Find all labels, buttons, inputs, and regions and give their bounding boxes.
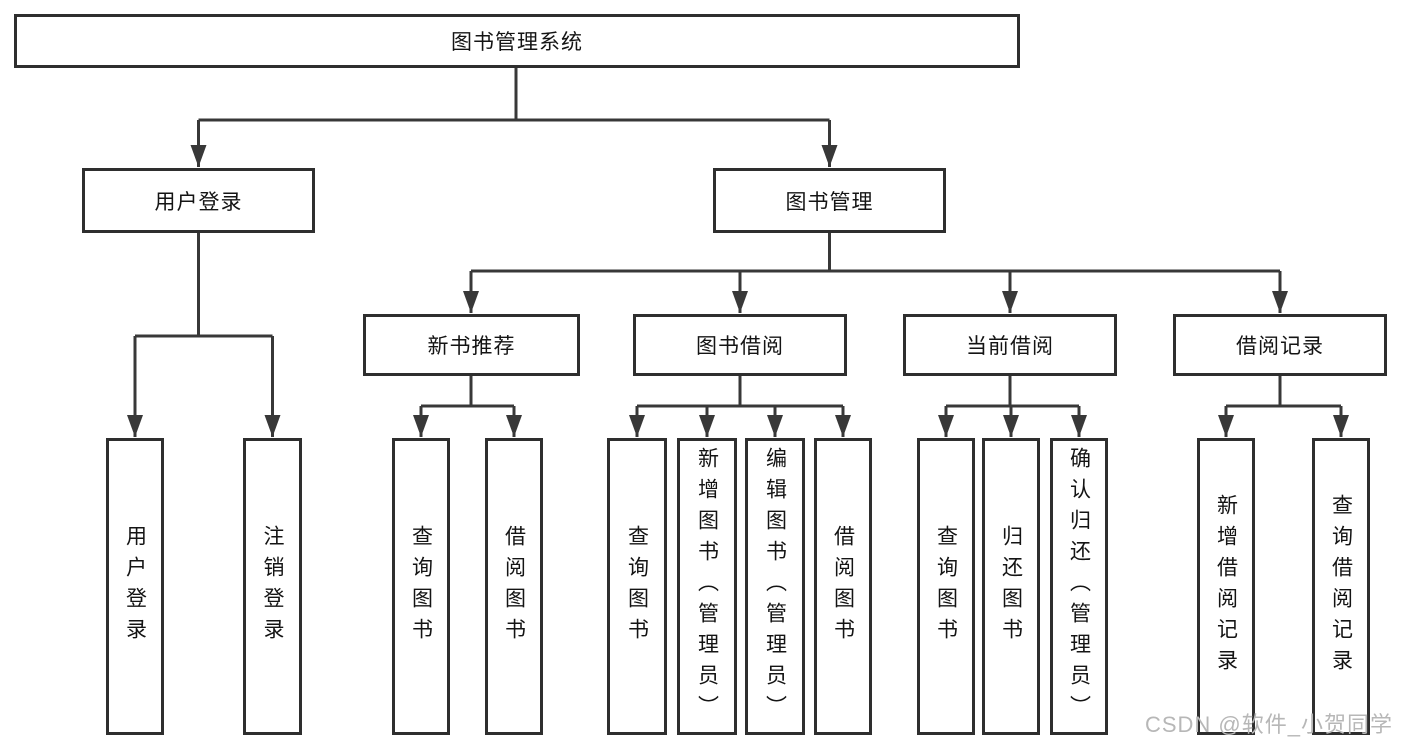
leaf-query-books-current: 查询图书	[917, 438, 975, 735]
leaf-return-books: 归还图书	[982, 438, 1040, 735]
leaf-logout: 注销登录	[243, 438, 302, 735]
node-book-management: 图书管理	[713, 168, 946, 233]
leaf-user-login: 用户登录	[106, 438, 164, 735]
node-current-borrowing: 当前借阅	[903, 314, 1117, 376]
node-book-borrowing: 图书借阅	[633, 314, 847, 376]
leaf-borrow-books-recommend: 借阅图书	[485, 438, 543, 735]
node-user-login-group: 用户登录	[82, 168, 315, 233]
node-library-management-system: 图书管理系统	[14, 14, 1020, 68]
leaf-query-borrow-record: 查询借阅记录	[1312, 438, 1370, 735]
csdn-watermark: CSDN @软件_小贺同学	[1144, 712, 1393, 737]
leaf-add-borrow-record: 新增借阅记录	[1197, 438, 1255, 735]
leaf-confirm-return-admin: 确认归还（管理员）	[1050, 438, 1108, 735]
leaf-borrow-books: 借阅图书	[814, 438, 872, 735]
leaf-add-books-admin: 新增图书（管理员）	[677, 438, 737, 735]
node-borrowing-records: 借阅记录	[1173, 314, 1387, 376]
leaf-edit-books-admin: 编辑图书（管理员）	[745, 438, 805, 735]
leaf-query-books-recommend: 查询图书	[392, 438, 450, 735]
node-new-book-recommendation: 新书推荐	[363, 314, 580, 376]
leaf-query-books-borrowing: 查询图书	[607, 438, 667, 735]
